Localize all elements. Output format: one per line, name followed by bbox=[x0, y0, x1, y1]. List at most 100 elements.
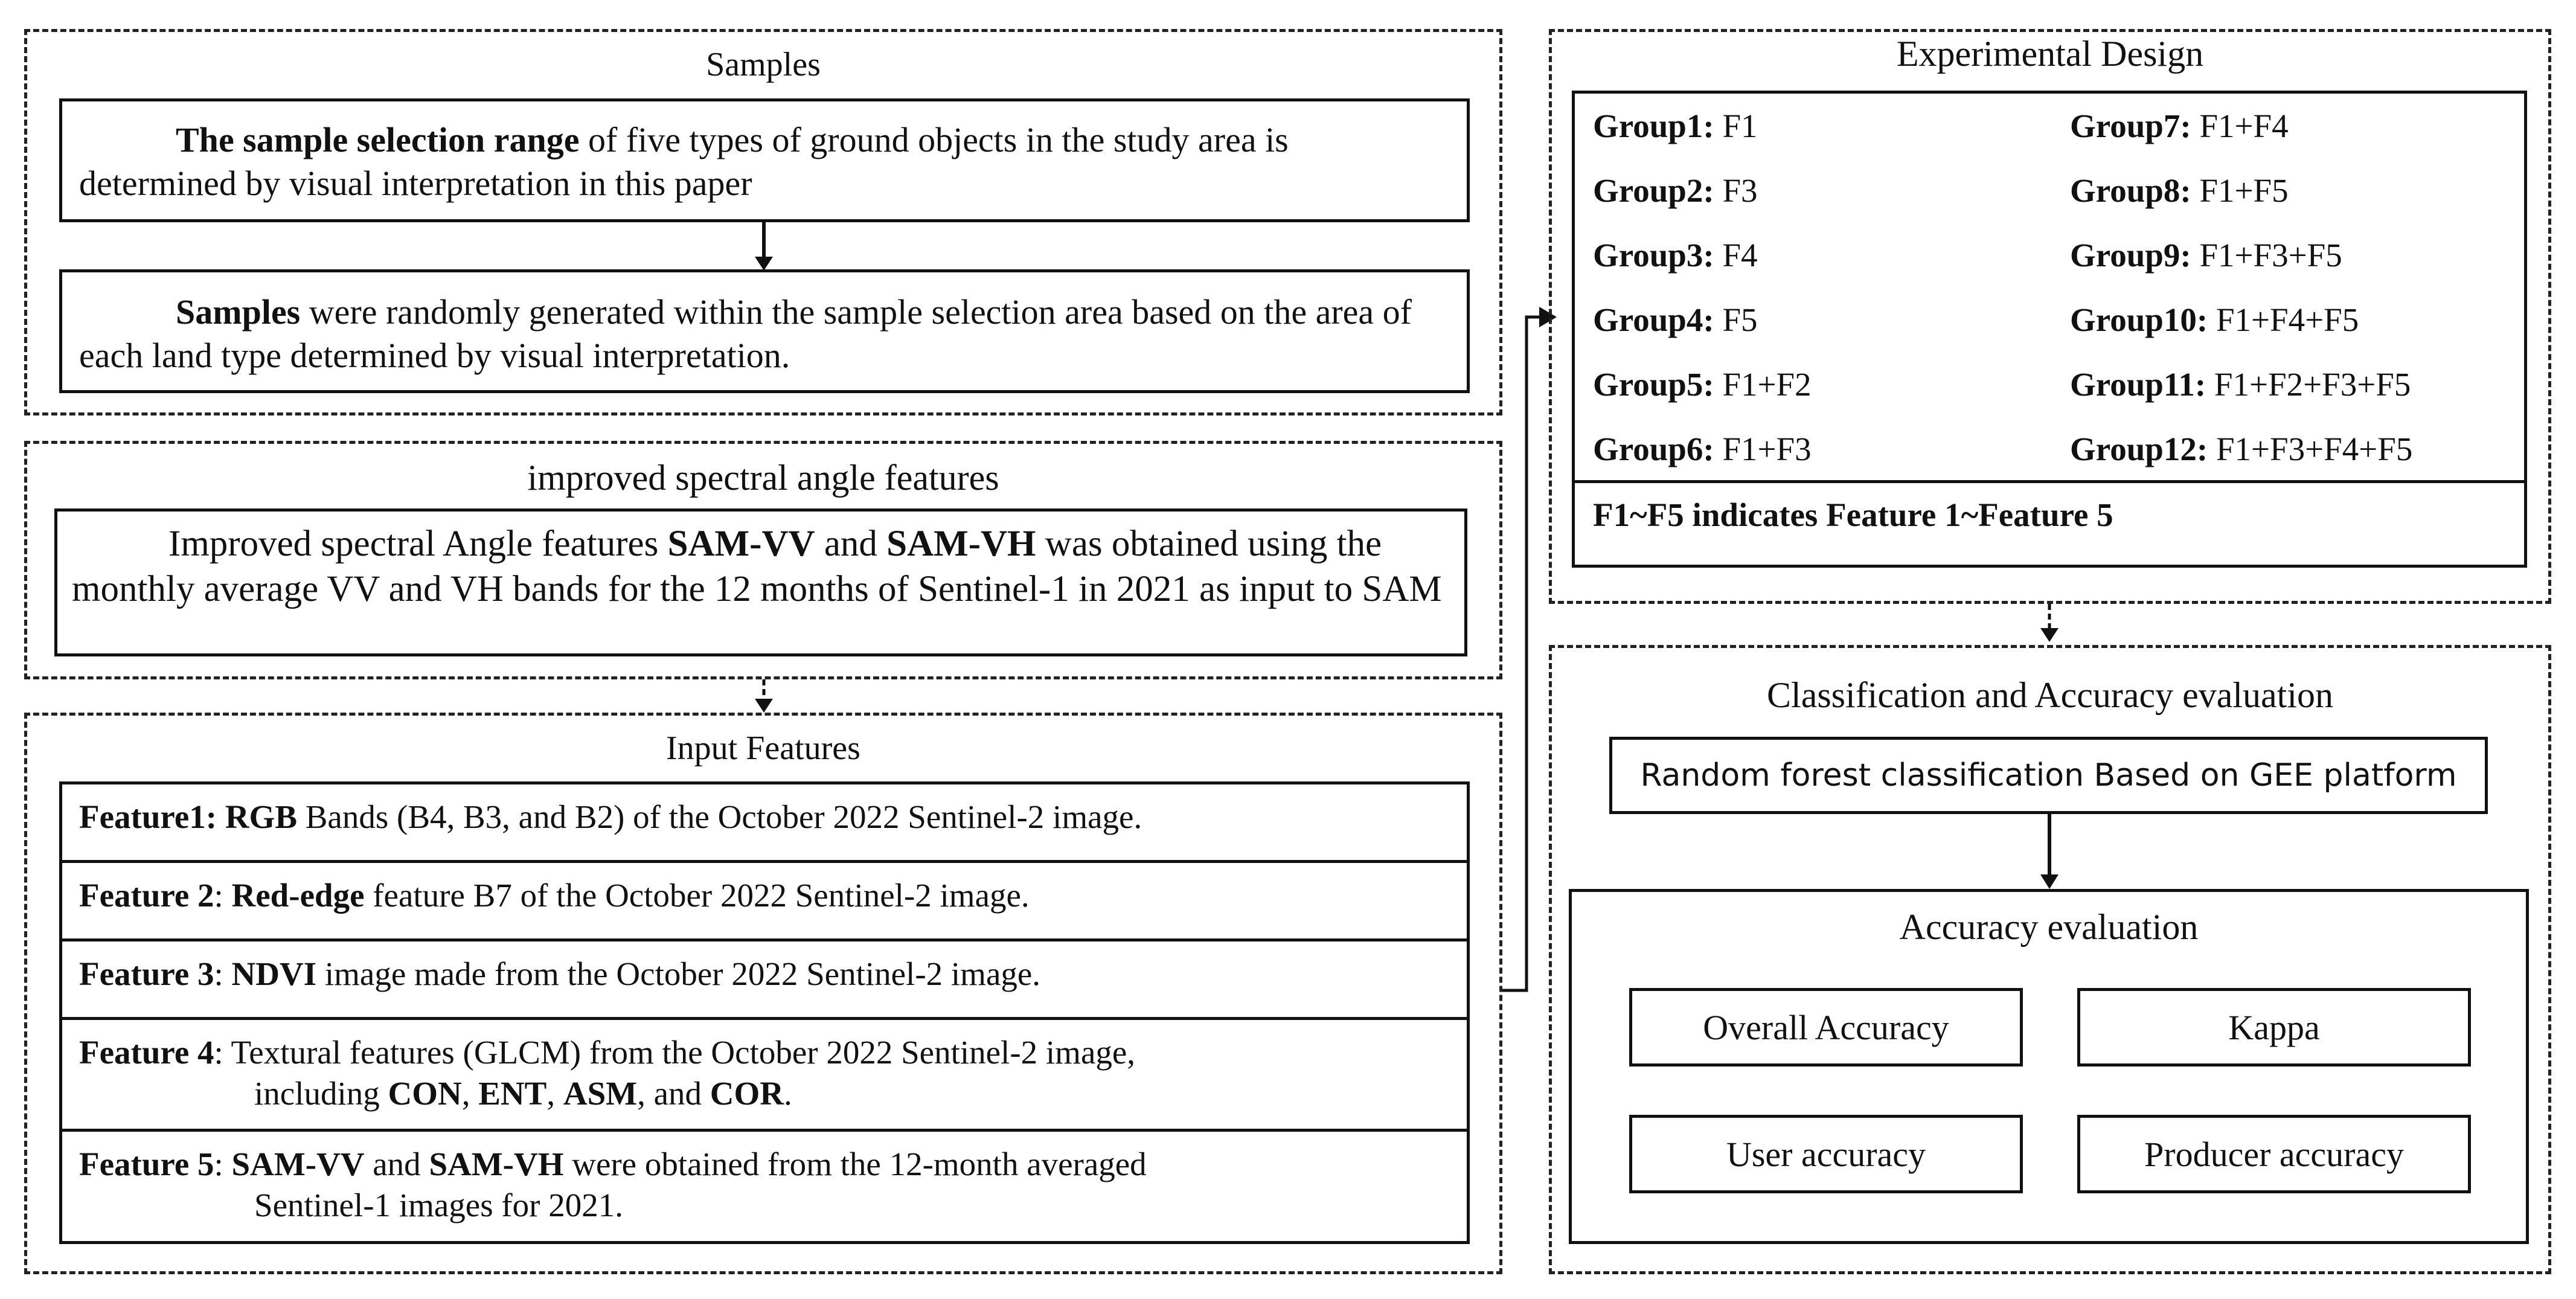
feature-2-sep: : bbox=[214, 877, 232, 914]
group-name: Group12: bbox=[2070, 431, 2208, 467]
groups-note: F1~F5 indicates Feature 1~Feature 5 bbox=[1593, 496, 2113, 533]
group-name: Group6: bbox=[1593, 431, 1714, 467]
feature-1-text: Bands (B4, B3, and B2) of the October 20… bbox=[297, 798, 1142, 835]
feature-4-comma-1: , bbox=[461, 1075, 479, 1112]
samples-panel: Samples bbox=[24, 29, 1502, 415]
group-features: F1+F4 bbox=[2191, 107, 2289, 144]
input-features-panel: Input Features bbox=[24, 713, 1502, 1274]
feature-5-sam-vv: SAM-VV bbox=[231, 1146, 365, 1182]
sample-selection-bold: The sample selection range bbox=[176, 120, 580, 159]
feature-4-text-2: including bbox=[254, 1075, 388, 1112]
group-features: F1+F4+F5 bbox=[2208, 301, 2359, 338]
group-features: F1+F3+F5 bbox=[2191, 237, 2342, 274]
groups-note-divider bbox=[1575, 480, 2524, 483]
group-name: Group11: bbox=[2070, 366, 2206, 403]
user-accuracy-box: User accuracy bbox=[1629, 1115, 2023, 1193]
experimental-design-title: Experimental Design bbox=[1896, 34, 2204, 74]
feature-4-ent: ENT bbox=[478, 1075, 547, 1112]
group-item: Group6: F1+F3 bbox=[1593, 430, 1812, 468]
feature-4-and: , and bbox=[637, 1075, 710, 1112]
spectral-text-2: and bbox=[815, 524, 887, 564]
group-features: F5 bbox=[1714, 301, 1758, 338]
group-name: Group5: bbox=[1593, 366, 1714, 403]
arrow-input-to-design bbox=[1502, 307, 1557, 992]
input-features-title: Input Features bbox=[666, 730, 860, 767]
samples-title: Samples bbox=[706, 46, 821, 83]
group-item: Group10: F1+F4+F5 bbox=[2070, 301, 2359, 339]
overall-accuracy-box: Overall Accuracy bbox=[1629, 988, 2023, 1066]
sample-generation-box: Samples were randomly generated within t… bbox=[59, 269, 1470, 393]
feature-5-sep: : bbox=[214, 1146, 232, 1182]
arrow-design-to-classification bbox=[2040, 604, 2059, 642]
spectral-panel: improved spectral angle features bbox=[24, 441, 1502, 679]
group-name: Group8: bbox=[2070, 172, 2191, 209]
feature-3-ndvi: NDVI bbox=[231, 955, 317, 992]
feature-4-con: CON bbox=[388, 1075, 462, 1112]
group-name: Group4: bbox=[1593, 301, 1714, 338]
group-features: F1 bbox=[1714, 107, 1758, 144]
group-features: F1+F3+F4+F5 bbox=[2208, 431, 2413, 467]
feature-5-text-2: Sentinel-1 images for 2021. bbox=[254, 1187, 623, 1224]
feature-4-label: Feature 4 bbox=[79, 1034, 214, 1071]
group-name: Group2: bbox=[1593, 172, 1714, 209]
feature-5-text-1: were obtained from the 12-month averaged bbox=[563, 1146, 1147, 1182]
feature-2-label: Feature 2 bbox=[79, 877, 214, 914]
kappa-box: Kappa bbox=[2077, 988, 2471, 1066]
spectral-title: improved spectral angle features bbox=[527, 458, 999, 498]
feature-1-rgb: RGB bbox=[225, 798, 297, 835]
group-item: Group9: F1+F3+F5 bbox=[2070, 236, 2342, 274]
feature-5-and: and bbox=[364, 1146, 429, 1182]
feature-3-row: Feature 3: NDVI image made from the Octo… bbox=[62, 941, 1467, 1020]
group-item: Group3: F4 bbox=[1593, 236, 1758, 274]
feature-4-asm: ASM bbox=[563, 1075, 638, 1112]
sample-selection-text: of five types of ground objects in the s… bbox=[79, 120, 1289, 203]
feature-1-label: Feature1: bbox=[79, 798, 225, 835]
feature-4-text-1: : Textural features (GLCM) from the Octo… bbox=[214, 1034, 1136, 1071]
spectral-box: Improved spectral Angle features SAM-VV … bbox=[54, 508, 1467, 656]
classification-panel: Classification and Accuracy evaluation bbox=[1549, 645, 2551, 1274]
group-item: Group1: F1 bbox=[1593, 107, 1758, 145]
feature-1-row: Feature1: RGB Bands (B4, B3, and B2) of … bbox=[62, 784, 1467, 863]
feature-4-comma-2: , bbox=[546, 1075, 563, 1112]
sample-generation-bold: Samples bbox=[176, 292, 301, 332]
feature-3-sep: : bbox=[214, 955, 232, 992]
feature-5-sam-vh: SAM-VH bbox=[429, 1146, 564, 1182]
feature-4-period: . bbox=[783, 1075, 792, 1112]
experimental-design-panel: Experimental Design bbox=[1549, 29, 2551, 604]
feature-5-row: Feature 5: SAM-VV and SAM-VH were obtain… bbox=[62, 1132, 1467, 1241]
feature-5-label: Feature 5 bbox=[79, 1146, 214, 1182]
group-item: Group11: F1+F2+F3+F5 bbox=[2070, 365, 2411, 403]
feature-2-red-edge: Red-edge bbox=[231, 877, 365, 914]
group-features: F3 bbox=[1714, 172, 1758, 209]
group-name: Group10: bbox=[2070, 301, 2208, 338]
group-features: F1+F2 bbox=[1714, 366, 1812, 403]
group-item: Group5: F1+F2 bbox=[1593, 365, 1812, 403]
feature-2-row: Feature 2: Red-edge feature B7 of the Oc… bbox=[62, 863, 1467, 941]
group-name: Group1: bbox=[1593, 107, 1714, 144]
spectral-sam-vh: SAM-VH bbox=[886, 524, 1036, 564]
spectral-sam-vv: SAM-VV bbox=[667, 524, 815, 564]
group-features: F4 bbox=[1714, 237, 1758, 274]
arrow-spectral-to-input bbox=[755, 679, 773, 713]
accuracy-evaluation-title: Accuracy evaluation bbox=[1899, 907, 2199, 947]
group-features: F1+F2+F3+F5 bbox=[2206, 366, 2411, 403]
classification-title: Classification and Accuracy evaluation bbox=[1767, 675, 2333, 715]
group-name: Group3: bbox=[1593, 237, 1714, 274]
group-item: Group12: F1+F3+F4+F5 bbox=[2070, 430, 2412, 468]
feature-3-label: Feature 3 bbox=[79, 955, 214, 992]
spectral-text-1: Improved spectral Angle features bbox=[168, 524, 668, 564]
sample-selection-box: The sample selection range of five types… bbox=[59, 98, 1470, 222]
feature-4-cor: COR bbox=[710, 1075, 784, 1112]
group-features: F1+F5 bbox=[2191, 172, 2289, 209]
group-item: Group4: F5 bbox=[1593, 301, 1758, 339]
group-features: F1+F3 bbox=[1714, 431, 1812, 467]
feature-2-text: feature B7 of the October 2022 Sentinel-… bbox=[364, 877, 1030, 914]
arrow-samples-internal bbox=[755, 222, 773, 271]
spectral-text-3: was obtained using the monthly average V… bbox=[72, 524, 1442, 609]
input-features-table: Feature1: RGB Bands (B4, B3, and B2) of … bbox=[59, 781, 1470, 1244]
feature-3-text: image made from the October 2022 Sentine… bbox=[316, 955, 1041, 992]
rf-classification-box: Random forest classification Based on GE… bbox=[1609, 737, 2488, 814]
group-item: Group8: F1+F5 bbox=[2070, 172, 2289, 210]
